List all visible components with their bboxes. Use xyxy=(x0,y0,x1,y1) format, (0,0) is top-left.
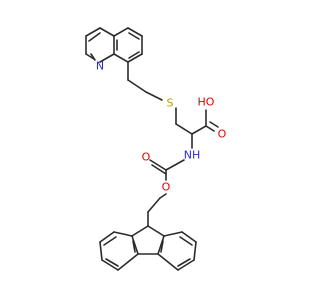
bond xyxy=(99,241,103,261)
bond xyxy=(99,27,115,37)
bond xyxy=(131,235,139,255)
structure-diagram: N S HO O NH O O xyxy=(85,27,227,271)
bond xyxy=(128,32,140,40)
carbamate-ester-oxygen-label: O xyxy=(162,181,171,194)
molecule-canvas: N S HO O NH O O xyxy=(85,27,227,271)
bond xyxy=(85,27,101,37)
bond xyxy=(99,53,115,63)
bond xyxy=(99,231,115,243)
carbamate-carbonyl-oxygen-label: O xyxy=(142,151,151,164)
bond xyxy=(159,193,167,199)
bond xyxy=(105,258,119,267)
bond xyxy=(193,241,197,261)
bond xyxy=(205,125,215,132)
bond xyxy=(128,51,140,59)
bond xyxy=(145,91,163,101)
bond xyxy=(147,197,161,213)
bond xyxy=(157,253,179,271)
bond xyxy=(165,159,185,171)
atom-labels: N S HO O NH O O xyxy=(96,60,227,194)
quinoline-nitrogen-label: N xyxy=(96,60,104,73)
bond xyxy=(127,79,147,93)
carbamate-nh-label: NH xyxy=(184,149,201,162)
bond xyxy=(209,121,219,128)
bond xyxy=(131,225,149,237)
thioether-sulfur-label: S xyxy=(167,97,174,110)
bond xyxy=(113,27,129,37)
bond xyxy=(149,159,167,171)
bond xyxy=(147,225,165,237)
bond xyxy=(103,236,117,246)
bond xyxy=(191,125,207,135)
bond xyxy=(175,123,193,135)
acid-carbonyl-oxygen-label: O xyxy=(218,128,227,141)
bond xyxy=(163,231,183,237)
bond xyxy=(132,240,136,253)
acid-hydroxyl-label: HO xyxy=(198,96,215,109)
bond xyxy=(113,231,133,237)
bond xyxy=(88,32,101,42)
bond xyxy=(181,231,197,243)
bond xyxy=(179,236,193,246)
bond xyxy=(101,259,119,271)
bond xyxy=(113,53,129,63)
bond xyxy=(160,240,164,253)
bond xyxy=(177,258,191,267)
bond xyxy=(127,53,143,63)
bond xyxy=(127,27,143,37)
bond xyxy=(157,235,165,255)
bonds xyxy=(85,27,219,271)
bond xyxy=(117,253,139,271)
bond xyxy=(85,53,95,60)
bond xyxy=(151,164,167,175)
bond xyxy=(177,259,195,271)
